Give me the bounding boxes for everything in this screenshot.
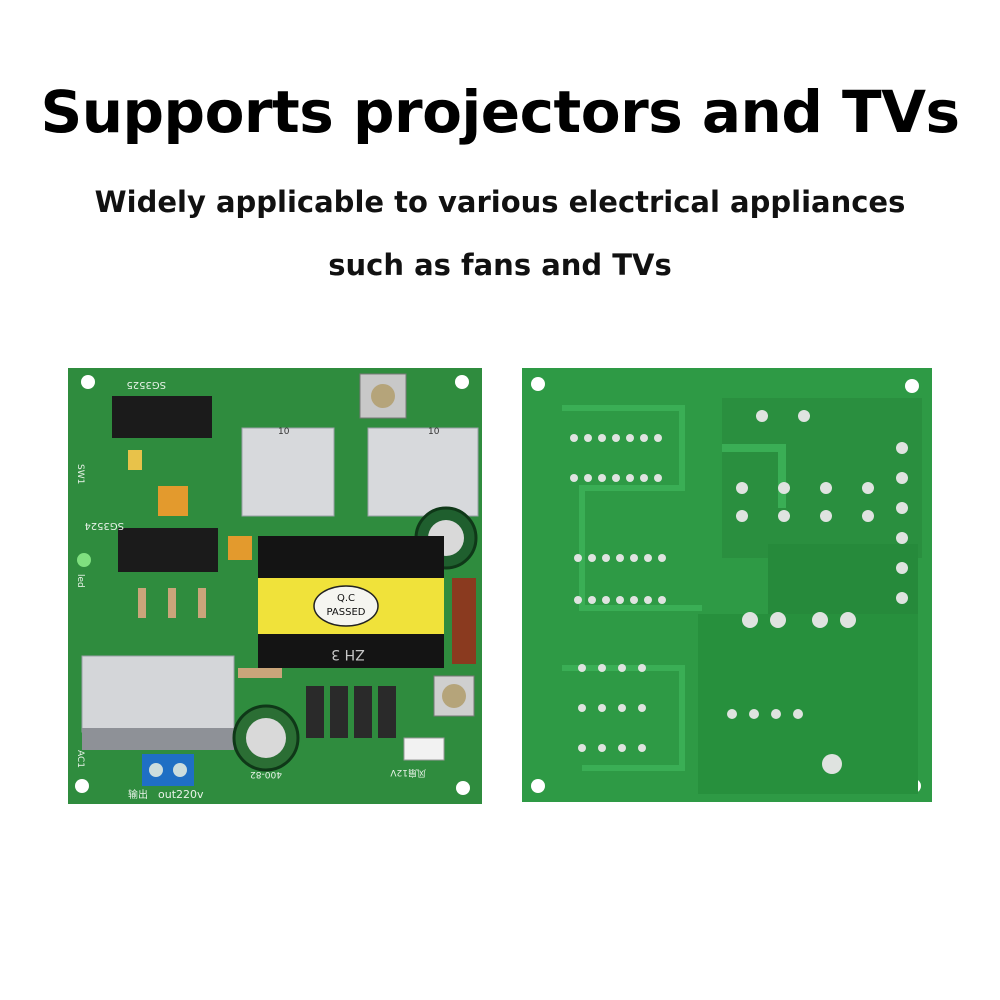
capacitor-small xyxy=(128,450,142,470)
output-label: out220v xyxy=(158,788,204,801)
mounting-hole xyxy=(455,375,469,389)
mounting-hole xyxy=(531,377,545,391)
copper-area xyxy=(768,544,918,624)
fan-connector xyxy=(403,737,445,761)
diode xyxy=(378,686,396,738)
pcb-front-photo: SG3525 SG3524 10 10 Q.C PASSED ZH 3 400-… xyxy=(68,368,482,804)
mounting-hole xyxy=(905,379,919,393)
resistor xyxy=(198,588,206,618)
ic-chip-top xyxy=(112,396,212,438)
mounting-hole xyxy=(531,779,545,793)
terminal-screw xyxy=(173,763,187,777)
qc-sticker xyxy=(313,585,379,627)
cap-label: 400-82 xyxy=(250,769,282,779)
resistor xyxy=(138,588,146,618)
copper-area xyxy=(698,614,918,794)
fan-label: 风扇12V xyxy=(390,767,426,779)
passed-label: PASSED xyxy=(327,607,366,618)
heatsink-label-right: 10 xyxy=(428,427,440,437)
mounting-hole xyxy=(456,781,470,795)
diode xyxy=(330,686,348,738)
resistor xyxy=(168,588,176,618)
fuse-holder xyxy=(452,578,476,664)
heatsink-bottom xyxy=(81,655,235,733)
screw-terminal-bottom xyxy=(433,675,475,717)
terminal-screw xyxy=(149,763,163,777)
potentiometer xyxy=(228,536,252,560)
led-label: led xyxy=(75,574,85,588)
screw xyxy=(442,684,466,708)
capacitor-bottom-top xyxy=(246,718,286,758)
resistor xyxy=(238,668,282,678)
heatsink-left xyxy=(241,427,335,517)
pcb-back-photo xyxy=(522,368,932,802)
solder-pads xyxy=(570,410,908,774)
led xyxy=(77,553,91,567)
ic-mid-label: SG3524 xyxy=(84,520,124,531)
diode xyxy=(306,686,324,738)
heatsink-right xyxy=(367,427,479,517)
mounting-hole xyxy=(81,375,95,389)
potentiometer xyxy=(158,486,188,516)
subline-1: Widely applicable to various electrical … xyxy=(94,185,906,219)
copper-area xyxy=(722,398,922,558)
output-cn-label: 输出 xyxy=(128,788,148,801)
ic-top-label: SG3525 xyxy=(126,379,166,390)
screw xyxy=(371,384,395,408)
heatsink-label-left: 10 xyxy=(278,427,290,437)
switch-label: SW1 xyxy=(75,464,85,484)
ic-chip-mid xyxy=(118,528,218,572)
ac-label: AC1 xyxy=(75,750,85,768)
subline-2: such as fans and TVs xyxy=(328,248,672,282)
heatsink-base xyxy=(82,728,234,750)
headline: Supports projectors and TVs xyxy=(40,78,960,146)
qc-label: Q.C xyxy=(337,593,355,604)
transformer-marking: ZH 3 xyxy=(331,646,364,662)
mounting-hole xyxy=(75,779,89,793)
diode xyxy=(354,686,372,738)
trace xyxy=(562,405,702,611)
